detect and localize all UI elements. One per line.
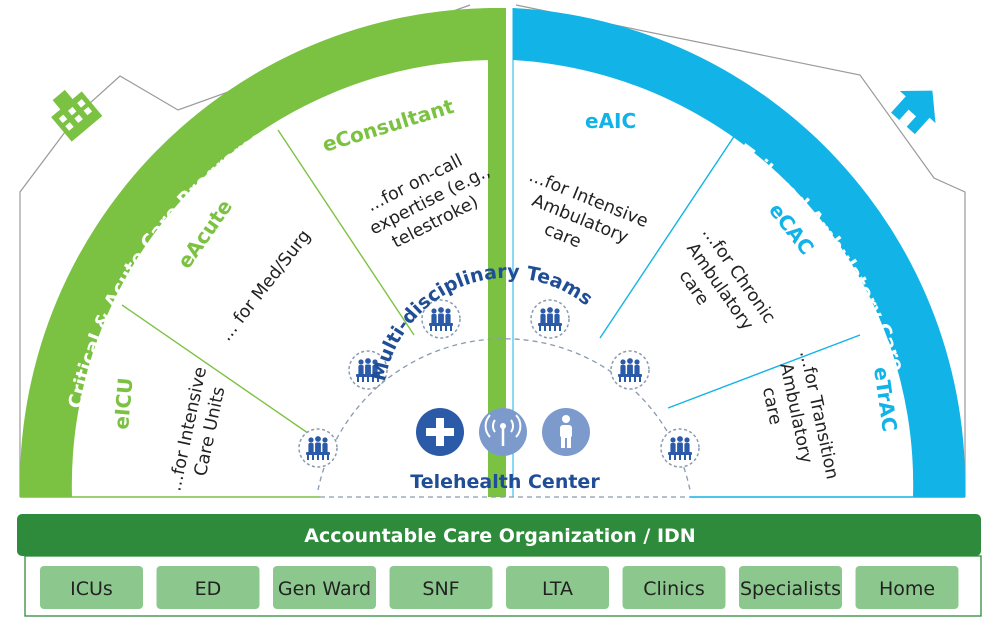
- care-setting-label: ED: [195, 578, 222, 600]
- care-setting-label: ICUs: [70, 578, 113, 600]
- care-setting-box: [40, 566, 143, 609]
- care-team-icon: [298, 428, 338, 468]
- critical-acute-arc: [19, 8, 498, 497]
- care-setting-box: [506, 566, 609, 609]
- home-label: Home: [858, 130, 910, 184]
- eaic-title: eAIC: [585, 109, 636, 133]
- care-team-icon: [530, 299, 570, 339]
- home-outline: [515, 4, 966, 497]
- aco-bar-label: Accountable Care Organization / IDN: [304, 525, 695, 547]
- patient-icon: [542, 408, 590, 456]
- care-setting-label: Home: [879, 578, 935, 600]
- care-settings-row: ICUs ED Gen Ward SNF LTA Clinics Specialists Ho…: [40, 566, 959, 609]
- care-setting-box: [273, 566, 376, 609]
- care-setting-box: [855, 566, 959, 609]
- eicu-title: eICU: [109, 377, 137, 431]
- care-team-icon: [660, 428, 700, 468]
- medical-cross-icon: [416, 408, 464, 456]
- hospital-building-icon: [51, 89, 103, 142]
- care-setting-box: [389, 566, 493, 609]
- house-icon: [891, 90, 936, 135]
- aco-bar: [17, 514, 981, 556]
- care-setting-box: [739, 566, 842, 609]
- care-setting-label: LTA: [542, 578, 573, 600]
- care-setting-label: Specialists: [740, 578, 841, 600]
- care-setting-label: Gen Ward: [278, 578, 371, 600]
- care-setting-label: SNF: [422, 578, 459, 600]
- care-setting-box: [622, 566, 726, 609]
- care-team-icon: [610, 350, 650, 390]
- care-setting-label: Clinics: [643, 578, 705, 600]
- segment-dividers: [121, 129, 861, 441]
- wireless-signal-icon: [479, 408, 527, 456]
- care-setting-box: [156, 566, 260, 609]
- ambulatory-arc: [513, 8, 966, 497]
- telehealth-center-label: Telehealth Center: [410, 471, 600, 493]
